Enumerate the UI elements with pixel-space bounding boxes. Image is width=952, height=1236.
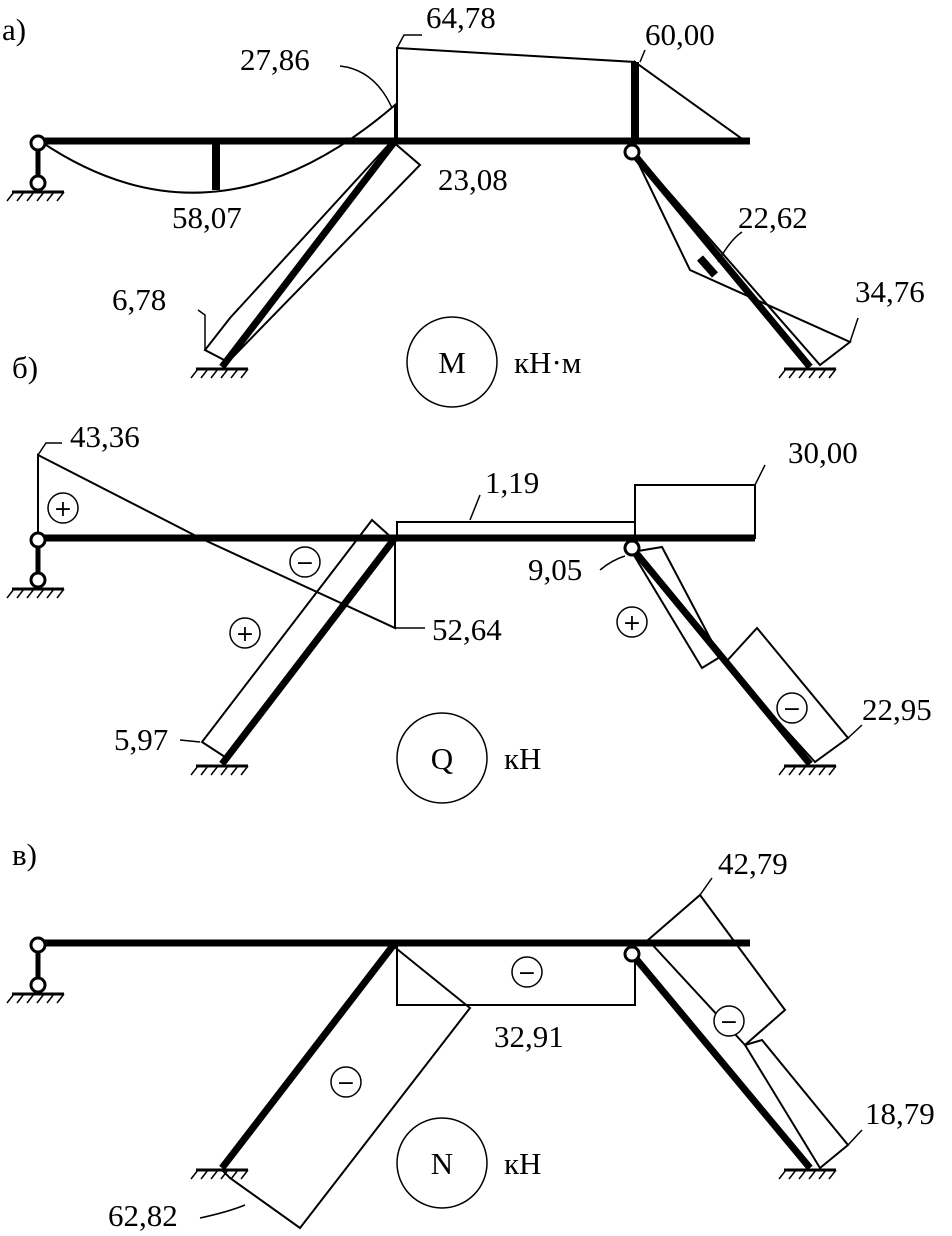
m-symbol-circle bbox=[406, 316, 498, 408]
svg-text:+: + bbox=[54, 497, 72, 522]
leader-22-62 bbox=[717, 231, 743, 263]
right-column-b bbox=[629, 545, 813, 767]
q-unit: кН bbox=[504, 741, 541, 776]
q-sign-minus-left-span: − bbox=[289, 546, 321, 578]
m-value-34-76: 34,76 bbox=[855, 274, 925, 309]
leader-62-82 bbox=[199, 1204, 246, 1219]
m-unit: кН·м bbox=[514, 345, 581, 380]
svg-text:−: − bbox=[296, 551, 314, 576]
m-value-60-00: 60,00 bbox=[645, 17, 715, 52]
q-value-52-64: 52,64 bbox=[432, 612, 502, 647]
leader-42-79 bbox=[699, 877, 713, 896]
n-value-42-79: 42,79 bbox=[718, 846, 788, 881]
m-diagram-left-column bbox=[203, 139, 422, 364]
q-value-43-36: 43,36 bbox=[70, 419, 140, 454]
n-sign-minus-left-column: − bbox=[330, 1066, 362, 1098]
q-sign-plus-left-span: + bbox=[47, 492, 79, 524]
leader-6-78 bbox=[197, 309, 206, 350]
n-sign-minus-middle: − bbox=[511, 956, 543, 988]
m-diagram-middle-span bbox=[396, 46, 636, 142]
n-symbol: N bbox=[431, 1146, 453, 1181]
m-value-22-62: 22,62 bbox=[738, 200, 808, 235]
leader-60-00 bbox=[639, 49, 646, 63]
m-value-23-08: 23,08 bbox=[438, 162, 508, 197]
roller-support-c bbox=[7, 938, 64, 1003]
svg-text:−: − bbox=[783, 697, 801, 722]
q-value-30-00: 30,00 bbox=[788, 435, 858, 470]
q-symbol: Q bbox=[431, 741, 453, 776]
leader-30-00 bbox=[754, 464, 766, 486]
svg-text:−: − bbox=[337, 1071, 355, 1096]
q-sign-plus-left-column: + bbox=[229, 617, 261, 649]
n-value-18-79: 18,79 bbox=[865, 1096, 935, 1131]
left-column-b bbox=[219, 535, 398, 767]
q-value-5-97: 5,97 bbox=[114, 722, 168, 757]
panel-normal: в) 42,79 32,91 18,79 62,82 − − bbox=[7, 837, 935, 1233]
q-value-9-05: 9,05 bbox=[528, 552, 582, 587]
left-column-a bbox=[219, 138, 398, 370]
svg-text:−: − bbox=[518, 961, 536, 986]
q-value-1-19: 1,19 bbox=[485, 465, 539, 500]
leader-9-05 bbox=[599, 555, 626, 571]
leader-22-95 bbox=[847, 724, 863, 739]
panel-shear: б) 43,36 1,19 30,00 9,05 52,64 bbox=[7, 350, 932, 804]
m-right-column-ordinate bbox=[697, 255, 718, 278]
hinge-a bbox=[623, 143, 641, 161]
svg-text:−: − bbox=[720, 1010, 738, 1035]
leader-1-19 bbox=[469, 494, 481, 521]
m-diagram-left-span bbox=[36, 102, 396, 194]
fixed-support-left-b bbox=[189, 764, 250, 777]
leader-27-86 bbox=[339, 65, 393, 109]
m-value-64-78: 64,78 bbox=[426, 0, 496, 35]
leader-34-76 bbox=[849, 317, 859, 343]
svg-text:+: + bbox=[236, 622, 254, 647]
n-unit: кН bbox=[504, 1146, 541, 1181]
left-column-c bbox=[219, 940, 398, 1171]
m-diagram-cantilever bbox=[634, 60, 749, 142]
q-diagram-cantilever bbox=[634, 484, 756, 539]
leader-5-97 bbox=[179, 739, 201, 743]
panel-c-letter: в) bbox=[12, 837, 37, 872]
fixed-support-right-a bbox=[777, 367, 838, 380]
n-symbol-circle bbox=[396, 1117, 488, 1209]
n-sign-minus-right-column: − bbox=[713, 1005, 745, 1037]
roller-support-a bbox=[7, 136, 64, 201]
leader-18-79 bbox=[847, 1129, 863, 1146]
svg-text:+: + bbox=[623, 611, 641, 636]
q-value-22-95: 22,95 bbox=[862, 692, 932, 727]
m-symbol: M bbox=[438, 345, 466, 380]
panel-b-letter: б) bbox=[12, 350, 38, 385]
fixed-support-right-c bbox=[777, 1168, 838, 1181]
hinge-b bbox=[623, 539, 641, 557]
leader-64-78 bbox=[396, 34, 422, 49]
m-value-58-07: 58,07 bbox=[172, 200, 242, 235]
q-sign-minus-right-column: − bbox=[776, 692, 808, 724]
m-value-27-86: 27,86 bbox=[240, 42, 310, 77]
right-column-c bbox=[629, 951, 813, 1171]
fixed-support-left-c bbox=[189, 1168, 250, 1181]
panel-a-letter: а) bbox=[2, 12, 26, 47]
m-diagram-right-column bbox=[631, 149, 852, 367]
leader-43-36 bbox=[37, 442, 62, 456]
q-symbol-circle bbox=[396, 712, 488, 804]
hinge-c bbox=[623, 945, 641, 963]
right-column-a bbox=[629, 149, 813, 370]
roller-support-b bbox=[7, 533, 64, 598]
fixed-support-right-b bbox=[777, 764, 838, 777]
n-value-62-82: 62,82 bbox=[108, 1198, 178, 1233]
q-sign-plus-right-column: + bbox=[616, 606, 648, 638]
fixed-support-left-a bbox=[189, 367, 250, 380]
n-value-32-91: 32,91 bbox=[494, 1019, 564, 1054]
n-diagram-right-column-upper bbox=[646, 893, 787, 1047]
m-value-6-78: 6,78 bbox=[112, 282, 166, 317]
panel-moment: а) 64,78 27,86 60,00 23,08 58, bbox=[2, 0, 925, 408]
